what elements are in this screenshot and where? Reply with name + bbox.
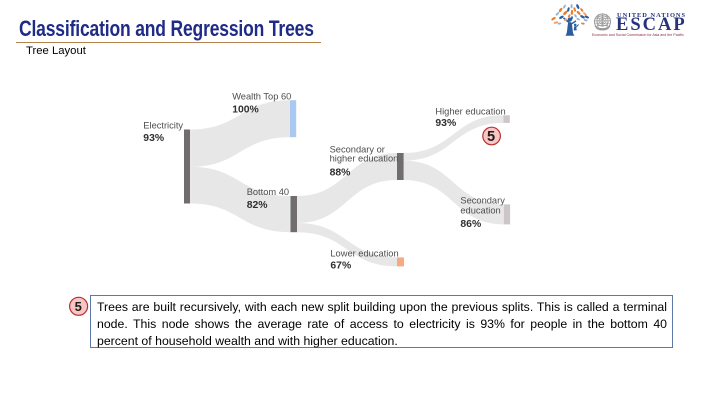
svg-text:88%: 88%: [330, 168, 351, 179]
svg-text:Secondary: Secondary: [460, 195, 505, 205]
svg-text:5: 5: [75, 299, 82, 314]
svg-text:5: 5: [487, 129, 495, 145]
svg-text:93%: 93%: [143, 133, 164, 144]
svg-text:ESCAP: ESCAP: [616, 15, 687, 35]
svg-text:Lower education: Lower education: [330, 249, 398, 259]
svg-text:86%: 86%: [460, 219, 481, 230]
svg-text:82%: 82%: [247, 200, 268, 211]
svg-text:Electricity: Electricity: [143, 121, 183, 131]
svg-text:education: education: [460, 206, 500, 216]
svg-text:93%: 93%: [435, 118, 456, 129]
svg-text:Secondary or: Secondary or: [330, 144, 385, 154]
svg-text:Higher education: Higher education: [435, 107, 505, 117]
svg-text:Bottom 40: Bottom 40: [247, 187, 289, 197]
svg-text:Economic and Social Commission: Economic and Social Commission for Asia …: [592, 33, 684, 37]
svg-text:67%: 67%: [330, 261, 351, 272]
svg-text:Wealth Top 60: Wealth Top 60: [232, 91, 291, 101]
svg-text:UNITED NATIONS: UNITED NATIONS: [617, 12, 686, 19]
svg-text:100%: 100%: [232, 104, 259, 115]
svg-text:higher education: higher education: [330, 154, 399, 164]
